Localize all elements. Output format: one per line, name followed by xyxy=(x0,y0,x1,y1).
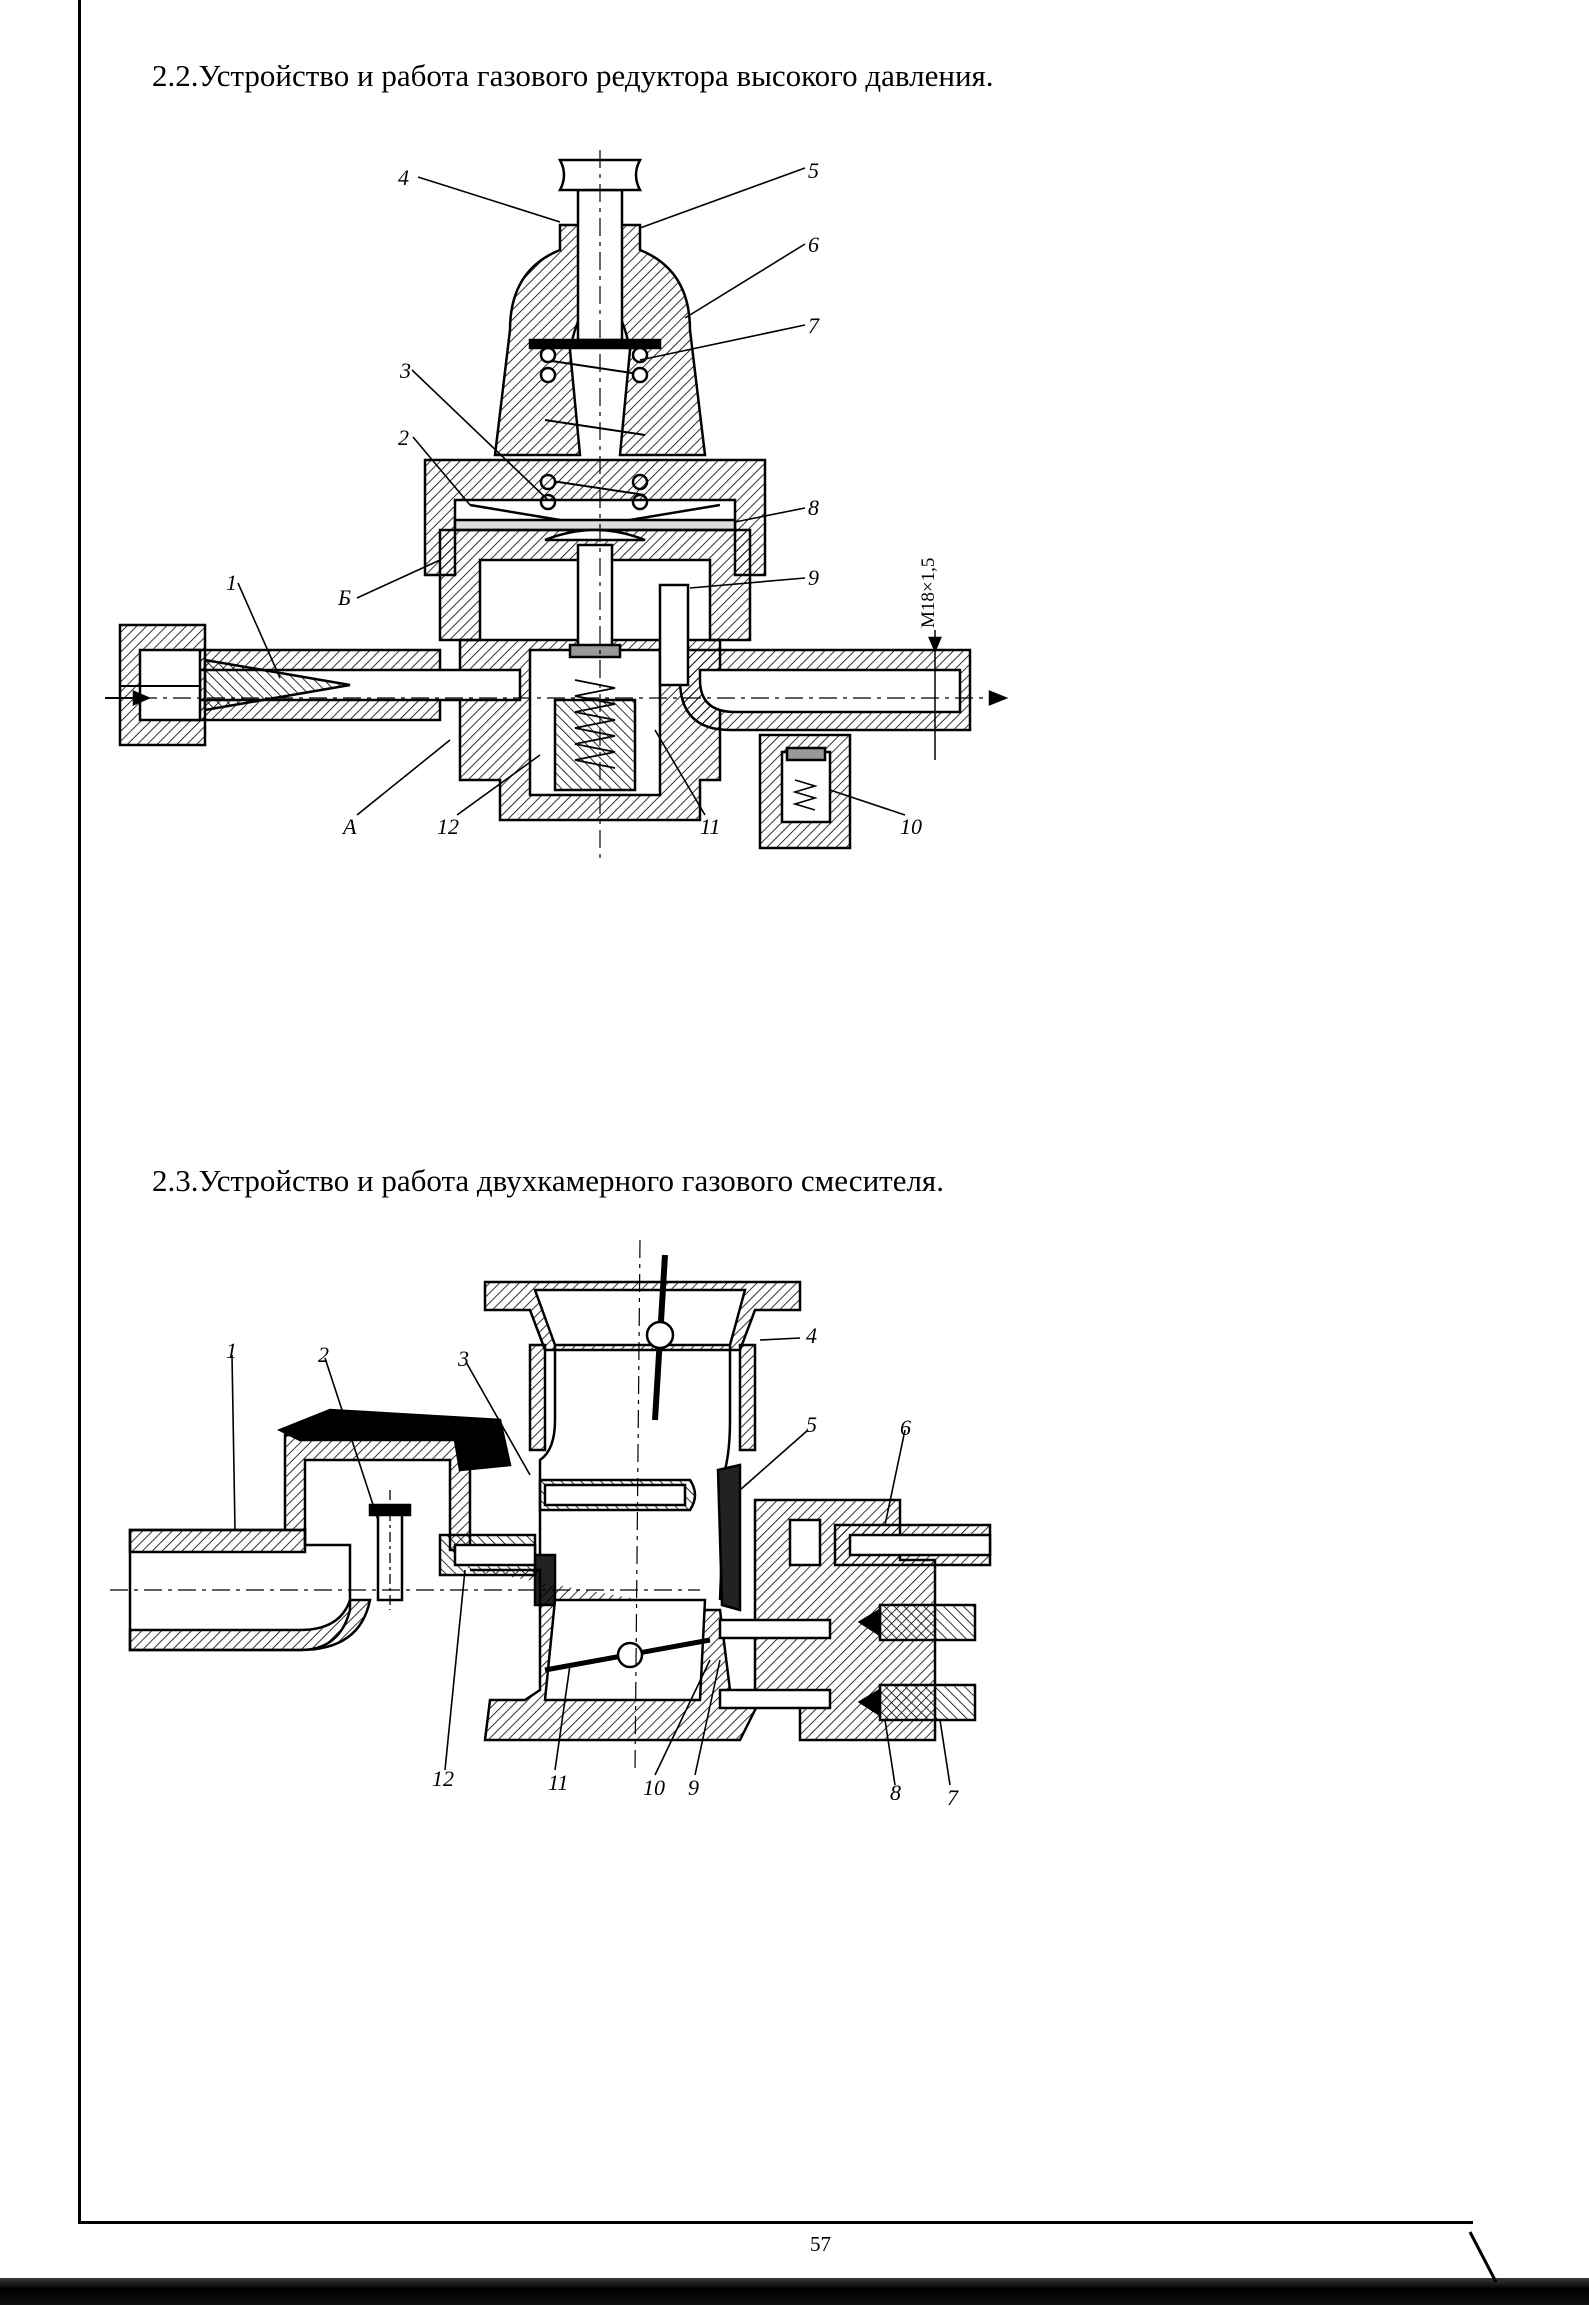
mixer-label-5: 5 xyxy=(806,1412,817,1437)
mixer-drawing: 1 2 3 4 5 6 7 8 9 10 11 12 xyxy=(110,1239,992,1810)
mixer-label-4: 4 xyxy=(806,1323,817,1348)
reducer-label-3: 3 xyxy=(399,358,411,383)
reducer-label-6: 6 xyxy=(808,232,819,257)
reducer-label-10: 10 xyxy=(900,814,922,839)
reducer-label-7: 7 xyxy=(808,313,820,338)
thread-dimension: M18×1,5 xyxy=(918,558,939,628)
reducer-label-4: 4 xyxy=(398,165,409,190)
scan-edge-bar xyxy=(0,2278,1589,2305)
reducer-label-12: 12 xyxy=(437,814,459,839)
reducer-label-2: 2 xyxy=(398,425,409,450)
mixer-label-10: 10 xyxy=(643,1775,665,1800)
reducer-drawing: 4 5 6 7 3 2 8 9 Б 1 А 12 11 10 M18×1,5 xyxy=(105,150,1009,860)
mixer-label-2: 2 xyxy=(318,1342,329,1367)
mixer-label-6: 6 xyxy=(900,1415,911,1440)
section-heading-reducer: 2.2.Устройство и работа газового редукто… xyxy=(152,58,994,93)
mixer-label-7: 7 xyxy=(947,1785,959,1810)
mixer-label-8: 8 xyxy=(890,1780,901,1805)
reducer-label-8: 8 xyxy=(808,495,819,520)
reducer-label-A: А xyxy=(341,814,357,839)
mixer-label-3: 3 xyxy=(457,1346,469,1371)
section-heading-mixer: 2.3.Устройство и работа двухкамерного га… xyxy=(152,1163,944,1198)
mixer-label-11: 11 xyxy=(548,1770,568,1795)
page-frame-left xyxy=(78,0,81,2222)
reducer-label-5: 5 xyxy=(808,158,819,183)
page-frame-bottom xyxy=(78,2221,1473,2224)
reducer-label-1: 1 xyxy=(226,570,237,595)
reducer-label-B: Б xyxy=(337,585,351,610)
mixer-label-1: 1 xyxy=(226,1338,237,1363)
reducer-label-11: 11 xyxy=(700,814,720,839)
mixer-label-9: 9 xyxy=(688,1775,699,1800)
mixer-label-12: 12 xyxy=(432,1766,454,1791)
reducer-label-9: 9 xyxy=(808,565,819,590)
page-number: 57 xyxy=(810,2232,831,2256)
